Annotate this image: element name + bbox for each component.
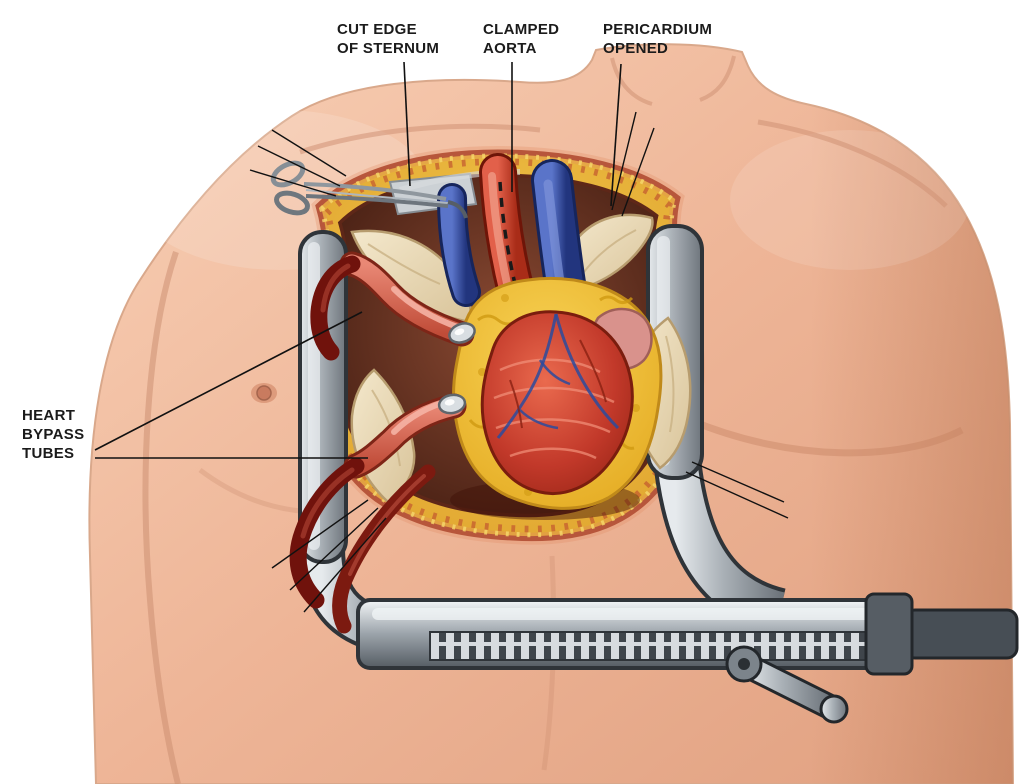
leader-bypass-tube-upper bbox=[94, 311, 363, 451]
rack-end-cap bbox=[864, 592, 914, 676]
label-heart-bypass-tubes: HEART BYPASS TUBES bbox=[22, 407, 85, 463]
cannula-connector-lower bbox=[437, 393, 467, 415]
cannula-connector-upper bbox=[448, 322, 476, 344]
arm-crease-left bbox=[142, 251, 181, 784]
label-pericardium-opened: PERICARDIUM OPENED bbox=[603, 21, 713, 58]
label-cut-edge-of-sternum: CUT EDGE OF STERNUM bbox=[337, 21, 440, 58]
label-clamped-aorta: CLAMPED AORTA bbox=[483, 21, 560, 58]
nipple bbox=[256, 385, 272, 401]
ventricle-muscle bbox=[480, 310, 634, 495]
clavicle-left bbox=[299, 123, 541, 155]
bypass-tube-lower bbox=[346, 396, 464, 476]
superior-vena-cava bbox=[440, 186, 478, 304]
scissors-handle-ring bbox=[270, 160, 306, 188]
pec-shadow-right bbox=[688, 416, 964, 457]
coronary-vein bbox=[496, 313, 558, 439]
bypass-tube-upper bbox=[342, 254, 472, 344]
heart bbox=[452, 276, 663, 510]
surgical-scissors bbox=[270, 160, 468, 219]
crank-handle bbox=[725, 645, 849, 724]
fat-scallop-inner bbox=[320, 158, 693, 533]
clavicle-right bbox=[757, 119, 948, 208]
leader-lines bbox=[94, 61, 622, 459]
retractor-rack bbox=[356, 592, 1019, 724]
crank-knob bbox=[819, 694, 849, 724]
aortic-clamp-line bbox=[498, 181, 517, 285]
leader-pericardium-opened bbox=[610, 63, 622, 207]
suture-threads bbox=[249, 111, 789, 613]
leader-cut-edge-of-sternum bbox=[403, 61, 411, 187]
bypass-tubes bbox=[289, 251, 476, 634]
rack-teeth bbox=[429, 631, 867, 661]
